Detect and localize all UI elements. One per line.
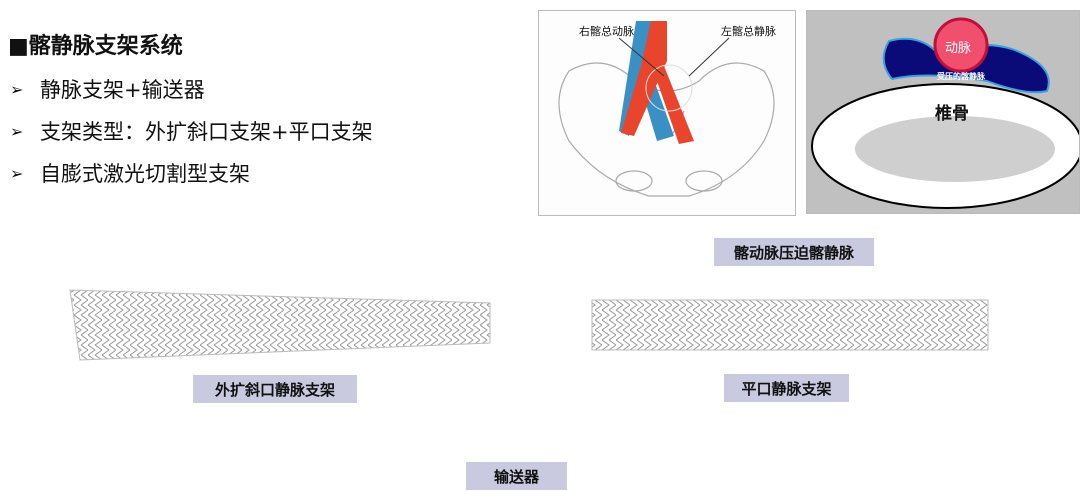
bullet-item: ➢ 静脉支架+输送器 <box>10 74 205 104</box>
compression-diagram: 动脉 受压的髂静脉 椎骨 <box>806 10 1080 214</box>
bullet-item: ➢ 自膨式激光切割型支架 <box>10 158 250 188</box>
compressed-vein-label: 受压的髂静脉 <box>937 72 985 81</box>
compression-caption: 髂动脉压迫髂静脉 <box>714 238 874 266</box>
artery-label: 动脉 <box>945 41 972 56</box>
arrowhead-icon: ➢ <box>10 121 24 141</box>
section-title: ■髂静脉支架系统 <box>8 34 183 59</box>
bullet-text: 自膨式激光切割型支架 <box>40 162 250 186</box>
flat-stent-image <box>591 299 989 351</box>
pelvis-anatomy-image: 右髂总动脉 左髂总静脉 <box>538 10 796 216</box>
vertebra-label: 椎骨 <box>935 104 969 124</box>
label-left-common-iliac-vein: 左髂总静脉 <box>721 25 776 38</box>
flat-stent-label: 平口静脉支架 <box>724 374 849 402</box>
bullet-text: 静脉支架+输送器 <box>40 78 205 102</box>
flared-stent-image <box>69 289 491 361</box>
delivery-system-label: 输送器 <box>466 462 567 490</box>
bullet-item: ➢ 支架类型：外扩斜口支架+平口支架 <box>10 116 373 146</box>
label-right-common-iliac-artery: 右髂总动脉 <box>579 25 634 38</box>
bullet-text: 支架类型：外扩斜口支架+平口支架 <box>40 120 373 144</box>
flared-stent-label: 外扩斜口静脉支架 <box>193 375 357 403</box>
arrowhead-icon: ➢ <box>10 163 24 183</box>
arrowhead-icon: ➢ <box>10 79 24 99</box>
